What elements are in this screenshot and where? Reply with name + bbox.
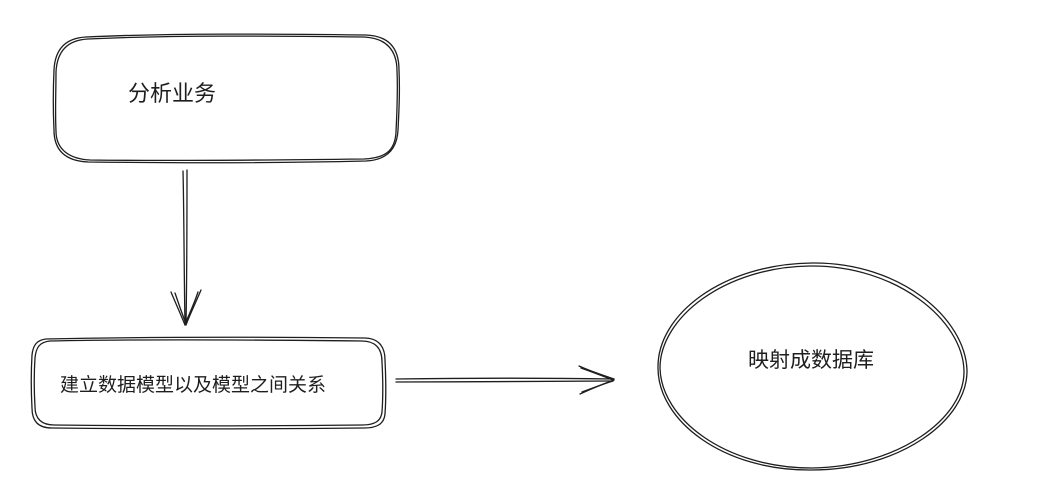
edge-analyze-to-model-arrow — [170, 169, 202, 326]
node-map-label: 映射成数据库 — [748, 348, 874, 372]
edge-model-to-map-arrow — [395, 365, 615, 395]
node-analyze-box[interactable] — [52, 33, 401, 164]
node-model-box[interactable] — [30, 336, 387, 430]
node-model-label: 建立数据模型以及模型之间关系 — [60, 374, 326, 396]
node-analyze-label: 分析业务 — [128, 82, 216, 107]
node-map-ellipse[interactable] — [657, 262, 968, 471]
